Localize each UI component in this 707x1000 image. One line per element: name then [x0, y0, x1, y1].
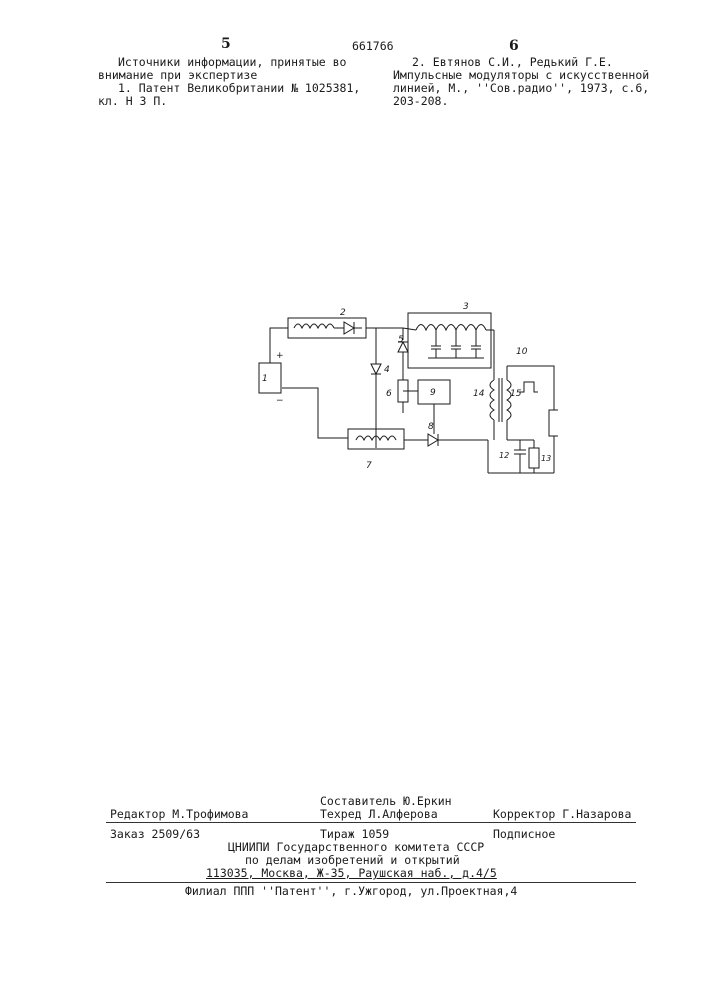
branch-address: Филиал ППП ''Патент'', г.Ужгород, ул.Про…	[185, 885, 517, 898]
order-number: Заказ 2509/63	[110, 828, 200, 841]
diode-2	[344, 322, 354, 334]
reference-2-line4: 203-208.	[393, 95, 448, 108]
label-5: 5	[398, 335, 404, 345]
column-number-left: 5	[221, 36, 231, 52]
subscription: Подписное	[493, 828, 555, 841]
column-number-right: 6	[509, 38, 519, 54]
resistor-13	[529, 448, 539, 468]
organization-address: 113035, Москва, Ж-35, Раушская наб., д.4…	[206, 867, 497, 880]
label-8: 8	[428, 422, 434, 432]
label-14: 14	[473, 389, 485, 399]
imprint-rule-top	[106, 822, 636, 823]
patent-number: 661766	[352, 40, 394, 53]
pulse-symbol	[520, 382, 538, 392]
diode-4	[371, 364, 381, 374]
label-minus: −	[276, 396, 284, 406]
label-plus: +	[276, 351, 284, 361]
techred: Техред Л.Алферова	[320, 808, 438, 821]
reference-1-line2: кл. H 3 П.	[98, 95, 167, 108]
imprint-rule-bottom	[106, 882, 636, 883]
label-4: 4	[384, 365, 390, 375]
transformer-secondary-15	[507, 380, 511, 420]
corrector: Корректор Г.Назарова	[493, 808, 631, 821]
label-3: 3	[463, 302, 469, 312]
label-9: 9	[430, 388, 436, 398]
circuit-schematic: 1 + − 2 3 4 5 6 9 8 7 10 14 15 11 12 13	[258, 288, 558, 488]
thyristor-8	[428, 434, 438, 446]
label-7: 7	[366, 461, 372, 471]
label-15: 15	[510, 389, 522, 399]
label-13: 13	[541, 454, 551, 463]
label-10: 10	[516, 347, 528, 357]
label-12: 12	[499, 451, 509, 460]
transformer-primary-14	[490, 380, 494, 420]
label-1: 1	[262, 374, 268, 384]
inductor-2	[294, 324, 334, 328]
label-6: 6	[386, 389, 392, 399]
artificial-line-3	[408, 313, 491, 368]
line-inductors-3	[416, 325, 486, 331]
label-2: 2	[340, 308, 346, 318]
editor: Редактор М.Трофимова	[110, 808, 248, 821]
load-resistor-11	[549, 410, 558, 436]
